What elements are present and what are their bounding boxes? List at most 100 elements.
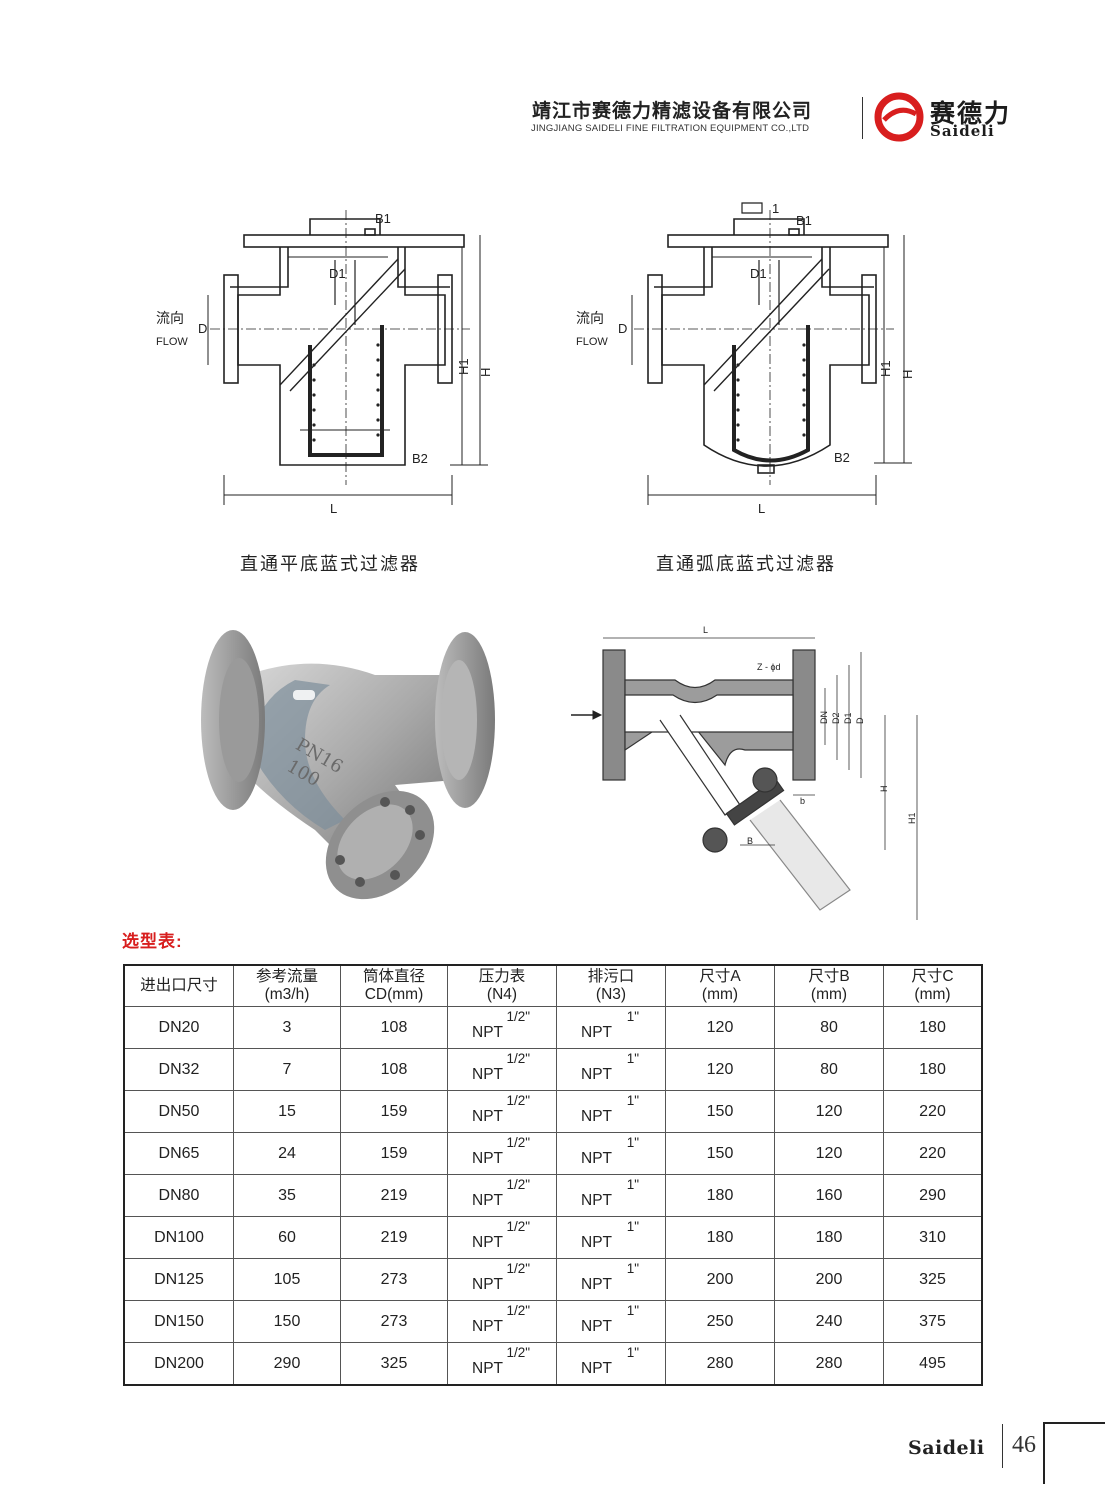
cell-a: 280 xyxy=(665,1342,775,1386)
label-d: D xyxy=(198,321,207,336)
cell-c: 180 xyxy=(883,1048,983,1091)
cell-n4: 1/2"NPT xyxy=(447,1006,557,1049)
table-row: DN65 24 159 1/2"NPT 1"NPT 150 120 220 xyxy=(123,1132,983,1175)
cell-b: 160 xyxy=(774,1174,884,1217)
footer-corner-frame xyxy=(1043,1422,1105,1484)
cell-b: 120 xyxy=(774,1090,884,1133)
page-number: 46 xyxy=(1012,1432,1036,1458)
flow-label-en: FLOW xyxy=(156,336,188,348)
cell-cd: 108 xyxy=(340,1006,448,1049)
cell-n4: 1/2"NPT xyxy=(447,1300,557,1343)
logo-text-cn: 赛德力 xyxy=(930,100,1012,128)
logo-text-en: Saideli xyxy=(930,122,995,140)
label-l: L xyxy=(758,501,765,516)
cell-cd: 108 xyxy=(340,1048,448,1091)
label-h1: H1 xyxy=(456,358,471,375)
cell-flow: 150 xyxy=(233,1300,341,1343)
cell-flow: 24 xyxy=(233,1132,341,1175)
cell-a: 120 xyxy=(665,1048,775,1091)
cell-cd: 219 xyxy=(340,1216,448,1259)
y-label-dn: DN xyxy=(819,711,829,724)
cell-a: 120 xyxy=(665,1006,775,1049)
col-header-c: 尺寸C(mm) xyxy=(883,964,983,1007)
cell-a: 150 xyxy=(665,1090,775,1133)
cell-n4: 1/2"NPT xyxy=(447,1342,557,1386)
label-d1: D1 xyxy=(750,266,767,281)
col-header-size: 进出口尺寸 xyxy=(123,964,234,1007)
cell-a: 150 xyxy=(665,1132,775,1175)
cell-size: DN65 xyxy=(123,1132,234,1175)
cell-c: 220 xyxy=(883,1132,983,1175)
flow-label-cn: 流向 xyxy=(156,310,184,326)
caption-curved-bottom: 直通弧底蓝式过滤器 xyxy=(656,554,836,574)
cell-n4: 1/2"NPT xyxy=(447,1132,557,1175)
cell-cd: 159 xyxy=(340,1090,448,1133)
cell-n3: 1"NPT xyxy=(556,1048,666,1091)
cell-size: DN32 xyxy=(123,1048,234,1091)
y-label-zd: Z - ϕd xyxy=(757,662,781,672)
cell-flow: 60 xyxy=(233,1216,341,1259)
cell-flow: 35 xyxy=(233,1174,341,1217)
cell-flow: 290 xyxy=(233,1342,341,1386)
cell-n4: 1/2"NPT xyxy=(447,1216,557,1259)
cell-cd: 273 xyxy=(340,1300,448,1343)
header-divider xyxy=(862,97,863,139)
col-header-b: 尺寸B(mm) xyxy=(774,964,884,1007)
y-label-bb: B xyxy=(747,836,753,846)
cell-n3: 1"NPT xyxy=(556,1090,666,1133)
cell-n4: 1/2"NPT xyxy=(447,1048,557,1091)
cell-b: 180 xyxy=(774,1216,884,1259)
flow-label-cn: 流向 xyxy=(576,310,604,326)
cell-c: 180 xyxy=(883,1006,983,1049)
cell-n3: 1"NPT xyxy=(556,1006,666,1049)
cell-a: 250 xyxy=(665,1300,775,1343)
callout-number: 1 xyxy=(772,201,779,216)
flow-label-en: FLOW xyxy=(576,336,608,348)
label-b1: B1 xyxy=(796,213,812,228)
cell-flow: 7 xyxy=(233,1048,341,1091)
table-row: DN200 290 325 1/2"NPT 1"NPT 280 280 495 xyxy=(123,1342,983,1386)
label-d: D xyxy=(618,321,627,336)
y-strainer-photo: PN16 100 xyxy=(201,630,495,900)
col-header-n3: 排污口(N3) xyxy=(556,964,666,1007)
col-header-a: 尺寸A(mm) xyxy=(665,964,775,1007)
footer-brand: Saideli xyxy=(908,1437,985,1459)
cell-n3: 1"NPT xyxy=(556,1216,666,1259)
label-h: H xyxy=(900,370,915,379)
cell-b: 80 xyxy=(774,1006,884,1049)
cell-c: 290 xyxy=(883,1174,983,1217)
cell-size: DN100 xyxy=(123,1216,234,1259)
flat-bottom-strainer-drawing: B1 D1 D H1 H B2 L 流向 FLOW xyxy=(156,210,490,516)
table-row: DN32 7 108 1/2"NPT 1"NPT 120 80 180 xyxy=(123,1048,983,1091)
label-h: H xyxy=(478,368,490,377)
cell-size: DN20 xyxy=(123,1006,234,1049)
cell-flow: 3 xyxy=(233,1006,341,1049)
company-name-cn: 靖江市赛德力精滤设备有限公司 xyxy=(532,101,813,122)
table-row: DN100 60 219 1/2"NPT 1"NPT 180 180 310 xyxy=(123,1216,983,1259)
cell-c: 375 xyxy=(883,1300,983,1343)
cell-b: 200 xyxy=(774,1258,884,1301)
cell-size: DN125 xyxy=(123,1258,234,1301)
label-l: L xyxy=(330,501,337,516)
cell-size: DN200 xyxy=(123,1342,234,1386)
cell-cd: 273 xyxy=(340,1258,448,1301)
cell-c: 325 xyxy=(883,1258,983,1301)
table-row: DN125 105 273 1/2"NPT 1"NPT 200 200 325 xyxy=(123,1258,983,1301)
table-row: DN50 15 159 1/2"NPT 1"NPT 150 120 220 xyxy=(123,1090,983,1133)
y-label-h1: H1 xyxy=(907,812,917,824)
y-label-l: L xyxy=(703,625,708,635)
cell-c: 495 xyxy=(883,1342,983,1386)
table-row: DN80 35 219 1/2"NPT 1"NPT 180 160 290 xyxy=(123,1174,983,1217)
cell-n4: 1/2"NPT xyxy=(447,1174,557,1217)
cell-flow: 15 xyxy=(233,1090,341,1133)
company-logo-icon xyxy=(874,92,924,142)
table-row: DN20 3 108 1/2"NPT 1"NPT 120 80 180 xyxy=(123,1006,983,1049)
cell-size: DN80 xyxy=(123,1174,234,1217)
cell-a: 200 xyxy=(665,1258,775,1301)
y-label-d2: D2 xyxy=(831,712,841,724)
label-d1: D1 xyxy=(329,266,346,281)
label-b1: B1 xyxy=(375,211,391,226)
cell-c: 310 xyxy=(883,1216,983,1259)
cell-b: 80 xyxy=(774,1048,884,1091)
